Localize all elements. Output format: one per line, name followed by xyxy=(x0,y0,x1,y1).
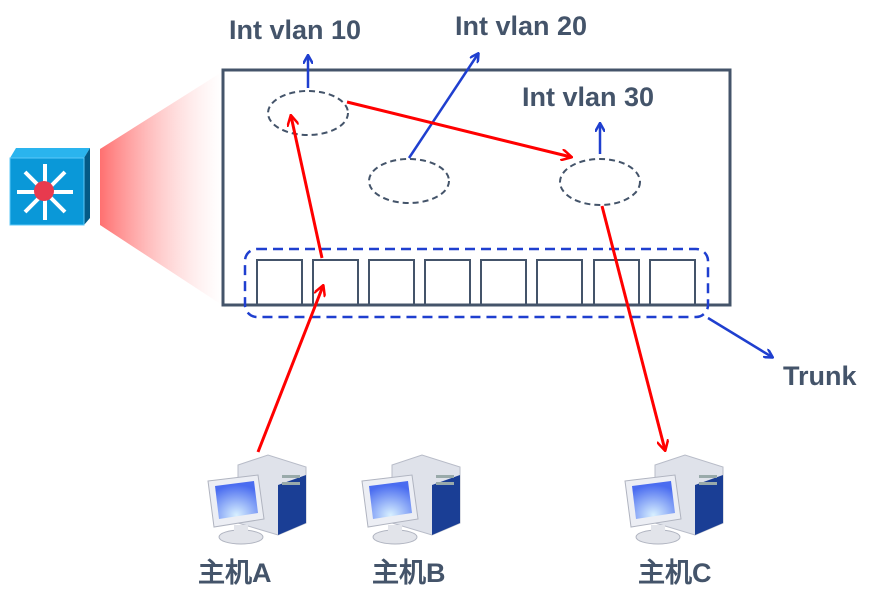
svi-vlan20 xyxy=(368,158,450,204)
label-int-vlan10: Int vlan 10 xyxy=(229,15,361,45)
arrow-trunk xyxy=(707,316,772,357)
label-int-vlan20: Int vlan 20 xyxy=(455,11,587,41)
arrow-svi20-up xyxy=(407,54,478,159)
svi-vlan30 xyxy=(559,158,641,206)
port xyxy=(480,259,527,306)
arrow-svi30-to-hostC xyxy=(600,205,665,450)
port xyxy=(424,259,471,306)
desktop-computer-icon xyxy=(207,454,307,545)
switch-frame xyxy=(221,68,732,307)
layer3-switch-icon xyxy=(9,148,90,226)
host-b-label: 主机B xyxy=(372,558,446,588)
desktop-computer-icon xyxy=(624,454,724,545)
trunk-group xyxy=(243,247,710,319)
port xyxy=(312,259,359,306)
host-c-label: 主机C xyxy=(638,558,712,588)
arrow-hostA-to-port xyxy=(256,286,323,453)
label-int-vlan30: Int vlan 30 xyxy=(522,82,654,112)
arrow-port-to-svi10 xyxy=(291,116,324,259)
label-trunk: Trunk xyxy=(783,361,857,391)
host-a-label: 主机A xyxy=(198,558,272,588)
svi-vlan10 xyxy=(267,90,349,136)
desktop-computer-icon xyxy=(361,454,461,545)
port xyxy=(256,259,303,306)
zoom-beam xyxy=(100,72,222,305)
switch-ports xyxy=(256,259,696,306)
arrow-svi10-to-svi30 xyxy=(346,100,571,157)
port xyxy=(368,259,415,306)
port xyxy=(536,259,583,306)
port xyxy=(649,259,696,306)
